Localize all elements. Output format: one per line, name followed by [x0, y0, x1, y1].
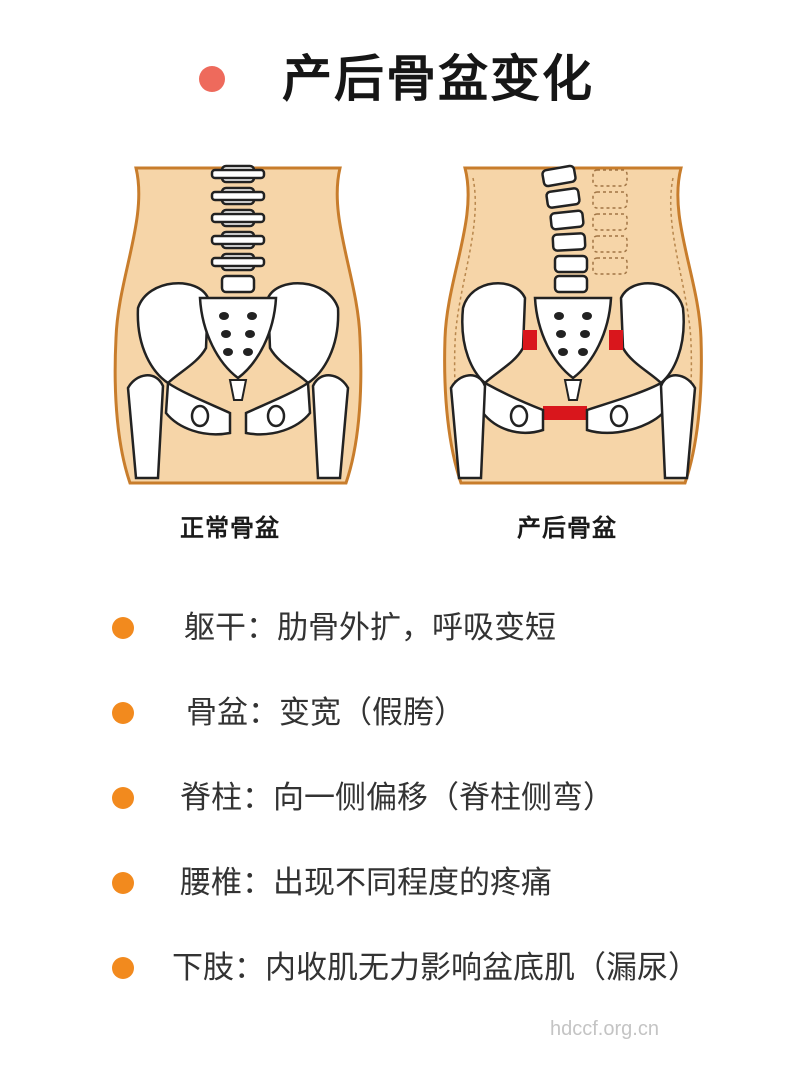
sacrum: [198, 296, 278, 401]
list-item-text: 躯干：肋骨外扩，呼吸变短: [184, 610, 556, 646]
page-title: 产后骨盆变化: [282, 49, 594, 108]
postpartum-pelvis-illustration: [443, 164, 703, 485]
bullet-icon: [112, 787, 134, 809]
spine-vertebrae: [210, 164, 266, 294]
bullet-icon: [112, 702, 134, 724]
title-row: 产后骨盆变化: [0, 44, 800, 114]
sacrum: [533, 296, 613, 401]
list-item: 躯干：肋骨外扩，呼吸变短: [0, 598, 800, 658]
widened-ilium-bones: [461, 282, 685, 385]
original-spine-outline: [592, 169, 628, 275]
list-item: 骨盆：变宽（假胯）: [0, 683, 800, 743]
separation-gaps: [523, 330, 623, 420]
list-item-text: 腰椎：出现不同程度的疼痛: [180, 865, 552, 901]
list-item: 脊柱：向一侧偏移（脊柱侧弯）: [0, 768, 800, 828]
list-item: 下肢：内收肌无力影响盆底肌（漏尿）: [0, 938, 800, 998]
title-dot-icon: [199, 66, 225, 92]
list-item-text: 脊柱：向一侧偏移（脊柱侧弯）: [180, 780, 614, 816]
caption-normal-pelvis: 正常骨盆: [180, 514, 280, 542]
caption-postpartum-pelvis: 产后骨盆: [517, 514, 617, 542]
list-item-text: 下肢：内收肌无力影响盆底肌（漏尿）: [172, 950, 699, 986]
list-item-text: 骨盆：变宽（假胯）: [186, 695, 465, 731]
watermark: hdccf.org.cn: [550, 1018, 659, 1040]
bullet-icon: [112, 617, 134, 639]
bullet-icon: [112, 957, 134, 979]
ilium-bones: [136, 282, 340, 385]
list-item: 腰椎：出现不同程度的疼痛: [0, 853, 800, 913]
pubis-and-femurs: [449, 374, 697, 480]
pubis-and-femurs: [126, 374, 350, 480]
shifted-spine-vertebrae: [541, 164, 589, 294]
bullet-icon: [112, 872, 134, 894]
normal-pelvis-illustration: [113, 164, 363, 485]
